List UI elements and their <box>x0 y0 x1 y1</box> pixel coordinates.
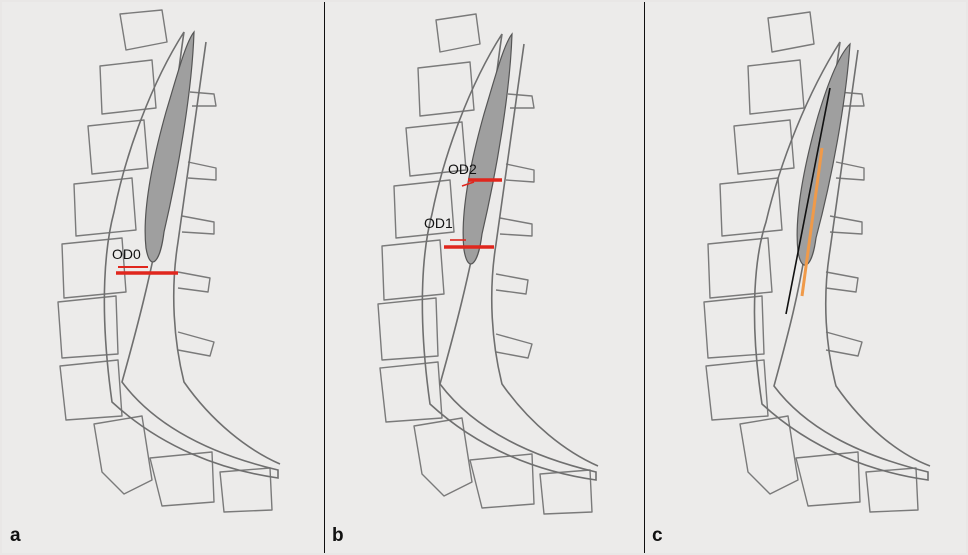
od0-label: OD0 <box>112 246 141 262</box>
spine-drawing-c <box>644 2 966 553</box>
spine-drawing-b <box>324 2 644 553</box>
spine-drawing-a <box>2 2 324 553</box>
panel-label-a: a <box>10 525 21 547</box>
panel-label-b: b <box>332 525 344 547</box>
od1-label: OD1 <box>424 215 453 231</box>
panel-a: OD0 a <box>2 2 324 553</box>
panel-label-c: c <box>652 525 663 547</box>
panel-b: OD2 OD1 b <box>324 2 644 553</box>
od2-label: OD2 <box>448 161 477 177</box>
panel-c: c <box>644 2 966 553</box>
